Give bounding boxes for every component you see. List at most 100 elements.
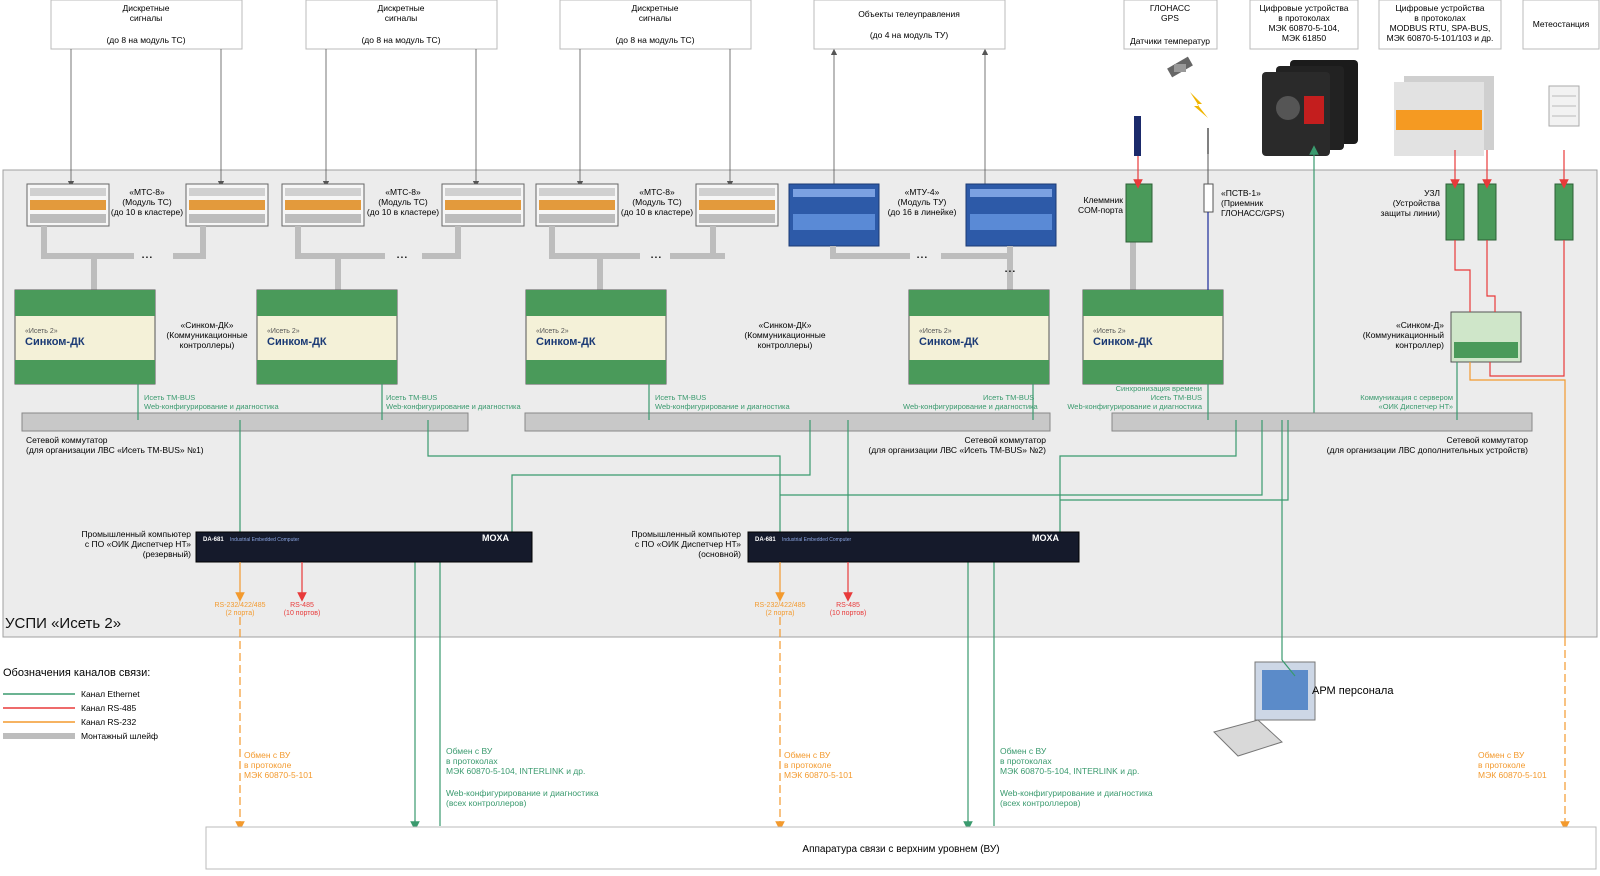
svg-text:в протоколах: в протоколах bbox=[1414, 13, 1466, 23]
svg-text:DA-681: DA-681 bbox=[755, 537, 776, 543]
mts-module bbox=[441, 183, 525, 227]
svg-text:«МТС-8»: «МТС-8» bbox=[385, 187, 421, 197]
arm-label: АРМ персонала bbox=[1312, 685, 1394, 697]
svg-text:(Коммуникационные: (Коммуникационные bbox=[166, 330, 247, 340]
svg-text:RS-232/422/485: RS-232/422/485 bbox=[755, 602, 806, 609]
computer-label: Промышленный компьютер с ПО «ОИК Диспетч… bbox=[632, 529, 742, 559]
exchange-104-label: Обмен с ВУ в протоколах МЭК 60870-5-104,… bbox=[1000, 746, 1153, 808]
top-box-2: Дискретные сигналы (до 8 на модуль ТС) bbox=[305, 0, 498, 50]
mtu-module bbox=[788, 183, 880, 247]
link-annotations: Исеть TM-BUS Web-конфигурирование и диаг… bbox=[144, 384, 1453, 411]
svg-text:в протоколах: в протоколах bbox=[1278, 13, 1330, 23]
exchange-101-label: Обмен с ВУ в протоколе МЭК 60870-5-101 bbox=[784, 750, 853, 780]
svg-text:Исеть TM-BUS: Исеть TM-BUS bbox=[655, 393, 706, 402]
svg-text:Сетевой коммутатор: Сетевой коммутатор bbox=[26, 435, 108, 445]
signal-lines bbox=[67, 48, 989, 188]
top-box-digital-104: Цифровые устройства в протоколах МЭК 608… bbox=[1249, 0, 1359, 50]
svg-text:в протоколах: в протоколах bbox=[446, 756, 498, 766]
svg-text:GPS: GPS bbox=[1161, 13, 1179, 23]
rs485-links bbox=[1450, 150, 1569, 377]
svg-text:(Модуль ТУ): (Модуль ТУ) bbox=[898, 197, 947, 207]
network-switch bbox=[1111, 412, 1533, 432]
svg-text:Коммуникация с сервером: Коммуникация с сервером bbox=[1360, 393, 1453, 402]
svg-text:(для организации ЛВС дополните: (для организации ЛВС дополнительных устр… bbox=[1327, 445, 1529, 455]
svg-text:МЭК 60870-5-101: МЭК 60870-5-101 bbox=[784, 770, 853, 780]
relay-terminal-icon bbox=[1394, 76, 1494, 156]
svg-text:(всех контроллеров): (всех контроллеров) bbox=[446, 798, 527, 808]
svg-text:Дискретные: Дискретные bbox=[122, 3, 169, 13]
svg-text:...: ... bbox=[1004, 259, 1016, 275]
svg-text:Обозначения каналов связи:: Обозначения каналов связи: bbox=[3, 667, 150, 679]
svg-text:защиты линии): защиты линии) bbox=[1381, 208, 1441, 218]
svg-text:ГЛОНАСС/GPS): ГЛОНАСС/GPS) bbox=[1221, 208, 1285, 218]
svg-text:контроллеры): контроллеры) bbox=[758, 340, 813, 350]
svg-text:MODBUS RTU, SPA-BUS,: MODBUS RTU, SPA-BUS, bbox=[1390, 23, 1491, 33]
svg-text:Исеть TM-BUS: Исеть TM-BUS bbox=[983, 393, 1034, 402]
svg-text:Дискретные: Дискретные bbox=[377, 3, 424, 13]
svg-text:Web-конфигурирование и диагнос: Web-конфигурирование и диагностика bbox=[655, 402, 790, 411]
computer-icon bbox=[1213, 661, 1316, 757]
svg-text:(2 порта): (2 порта) bbox=[766, 610, 795, 617]
svg-text:(10 портов): (10 портов) bbox=[830, 610, 867, 617]
computer-label: Промышленный компьютер с ПО «ОИК Диспетч… bbox=[82, 529, 192, 559]
svg-text:«Исеть 2»: «Исеть 2» bbox=[25, 328, 58, 335]
svg-text:(для организации ЛВС «Исеть TM: (для организации ЛВС «Исеть TM-BUS» №1) bbox=[26, 445, 204, 455]
legend: Обозначения каналов связи: Канал Etherne… bbox=[3, 667, 158, 741]
network-switch bbox=[524, 412, 1051, 432]
top-box-meteo: Метеостанция bbox=[1522, 0, 1600, 50]
svg-text:«МТУ-4»: «МТУ-4» bbox=[905, 187, 940, 197]
switch-label: Сетевой коммутатор (для организации ЛВС … bbox=[1327, 435, 1529, 455]
top-box-digital-modbus: Цифровые устройства в протоколах MODBUS … bbox=[1378, 0, 1502, 50]
svg-text:«Синком-ДК»: «Синком-ДК» bbox=[759, 320, 812, 330]
svg-text:Сетевой коммутатор: Сетевой коммутатор bbox=[1446, 435, 1528, 445]
satellite-icon bbox=[1167, 56, 1193, 78]
svg-text:МЭК 60870-5-104, INTERLINK и д: МЭК 60870-5-104, INTERLINK и др. bbox=[446, 766, 585, 776]
ethernet-links bbox=[137, 362, 1458, 826]
svg-text:МЭК 60870-5-104,: МЭК 60870-5-104, bbox=[1268, 23, 1339, 33]
sinkom-dk-controller: «Исеть 2» Синком-ДК bbox=[256, 289, 398, 385]
svg-text:Цифровые устройства: Цифровые устройства bbox=[1260, 3, 1349, 13]
ethernet-arrowheads bbox=[410, 820, 973, 831]
temperature-sensor-icon bbox=[1134, 116, 1141, 156]
svg-text:МЭК 60870-5-101: МЭК 60870-5-101 bbox=[244, 770, 313, 780]
top-box-3: Дискретные сигналы (до 8 на модуль ТС) bbox=[559, 0, 752, 50]
svg-text:«Исеть 2»: «Исеть 2» bbox=[267, 328, 300, 335]
svg-text:МЭК 61850: МЭК 61850 bbox=[1282, 33, 1326, 43]
svg-text:Промышленный компьютер: Промышленный компьютер bbox=[82, 529, 192, 539]
svg-text:(10 портов): (10 портов) bbox=[284, 610, 321, 617]
svg-text:Обмен с ВУ: Обмен с ВУ bbox=[784, 750, 831, 760]
top-box-1: Дискретные сигналы (до 8 на модуль ТС) bbox=[50, 0, 243, 50]
svg-text:«Исеть 2»: «Исеть 2» bbox=[919, 328, 952, 335]
uzl-label: УЗЛ (Устройства защиты линии) bbox=[1381, 188, 1441, 218]
svg-text:...: ... bbox=[396, 245, 408, 261]
top-box-telecontrol: Объекты телеуправления (до 4 на модуль Т… bbox=[813, 0, 1006, 50]
sinkom-dk-controller: «Исеть 2» Синком-ДК bbox=[1082, 289, 1224, 385]
switch-label: Сетевой коммутатор (для организации ЛВС … bbox=[868, 435, 1046, 455]
sinkom-dk-controller: «Исеть 2» Синком-ДК bbox=[908, 289, 1050, 385]
svg-text:Синком-ДК: Синком-ДК bbox=[919, 336, 979, 348]
svg-text:Канал Ethernet: Канал Ethernet bbox=[81, 689, 140, 699]
svg-text:«Синком-Д»: «Синком-Д» bbox=[1396, 320, 1444, 330]
svg-text:Клеммник: Клеммник bbox=[1084, 195, 1124, 205]
svg-text:«ПСТВ-1»: «ПСТВ-1» bbox=[1221, 188, 1261, 198]
mtu-module bbox=[965, 183, 1057, 247]
svg-text:Синхронизация времени: Синхронизация времени bbox=[1116, 384, 1202, 393]
svg-text:в протоколе: в протоколе bbox=[244, 760, 292, 770]
svg-text:(до 10 в кластере): (до 10 в кластере) bbox=[621, 207, 693, 217]
svg-text:(до 4 на модуль ТУ): (до 4 на модуль ТУ) bbox=[870, 30, 948, 40]
uspi-title: УСПИ «Исеть 2» bbox=[5, 615, 121, 632]
svg-text:...: ... bbox=[916, 245, 928, 261]
svg-text:Web-конфигурирование и диагнос: Web-конфигурирование и диагностика bbox=[1000, 788, 1153, 798]
svg-text:Синком-ДК: Синком-ДК bbox=[25, 336, 85, 348]
svg-text:ГЛОНАСС: ГЛОНАСС bbox=[1150, 3, 1190, 13]
industrial-computer: DA-681 Industrial Embedded Computer MOXA bbox=[195, 531, 533, 563]
top-box-glonass: ГЛОНАСС GPS Датчики температур bbox=[1123, 0, 1218, 50]
svg-text:контроллер): контроллер) bbox=[1395, 340, 1444, 350]
svg-text:(Приемник: (Приемник bbox=[1221, 198, 1263, 208]
svg-text:Объекты телеуправления: Объекты телеуправления bbox=[858, 9, 960, 19]
svg-text:RS-485: RS-485 bbox=[836, 602, 860, 609]
sinkom-d-controller bbox=[1450, 311, 1522, 363]
svg-text:(Модуль ТС): (Модуль ТС) bbox=[632, 197, 682, 207]
exchange-101-label: Обмен с ВУ в протоколе МЭК 60870-5-101 bbox=[244, 750, 313, 780]
